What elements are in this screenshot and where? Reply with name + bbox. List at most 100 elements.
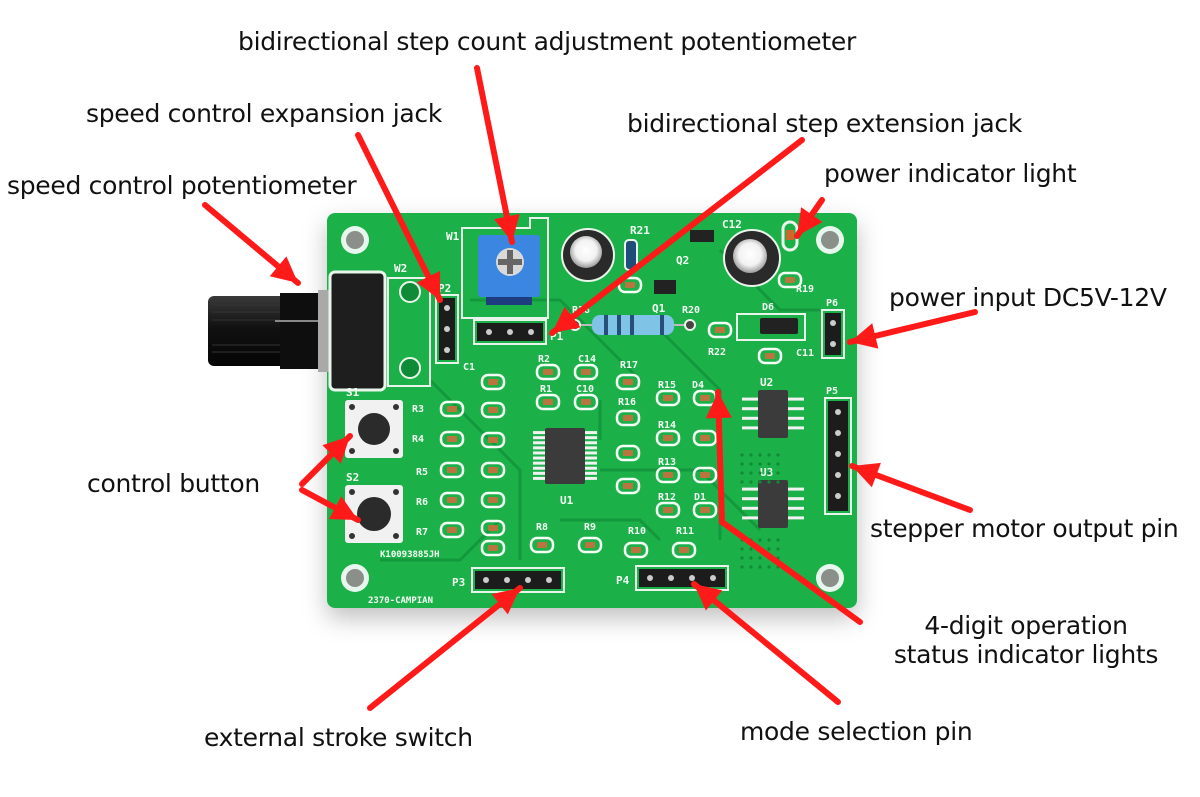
smd-pad	[757, 347, 783, 365]
control-button-s2[interactable]	[345, 485, 403, 543]
silk-r3: R3	[412, 404, 424, 415]
smd-part	[447, 497, 457, 503]
smd-part	[623, 450, 633, 456]
smd-part	[543, 369, 553, 375]
ic-pin	[788, 426, 804, 430]
via	[776, 547, 780, 551]
silk-r1: R1	[540, 384, 552, 395]
smd-part	[663, 395, 673, 401]
via	[767, 462, 771, 466]
speed-control-expansion-jack[interactable]	[435, 294, 459, 364]
smd-part	[765, 353, 775, 359]
callout-arrowhead	[416, 270, 441, 300]
ic-u3	[742, 480, 804, 528]
silk-r15: R15	[658, 380, 676, 391]
via	[749, 462, 753, 466]
silk-r11: R11	[676, 526, 694, 537]
silk-c10: C10	[576, 384, 594, 395]
silk-p6: P6	[826, 298, 838, 309]
ic-pin	[533, 441, 545, 445]
via	[749, 556, 753, 560]
silk-r5: R5	[416, 467, 428, 478]
via	[767, 453, 771, 457]
silk-u3: U3	[760, 466, 773, 479]
smd-pad	[573, 363, 599, 381]
ic-pin	[585, 456, 597, 460]
silk-r14: R14	[658, 420, 676, 431]
silk-q2: Q2	[676, 254, 689, 267]
smd-part	[537, 542, 547, 548]
silk-s1: S1	[346, 386, 360, 399]
ic-pin	[533, 456, 545, 460]
smd-part	[663, 472, 673, 478]
smd-pad	[439, 430, 465, 448]
silk-r6: R6	[416, 497, 428, 508]
smd-pad	[577, 536, 603, 554]
ic-u1	[533, 428, 597, 484]
smd-pad	[655, 389, 681, 407]
callout-arrow-line	[367, 585, 523, 711]
callout-arrowhead	[850, 323, 879, 349]
callout-arrows	[202, 65, 978, 711]
ic-pin	[585, 446, 597, 450]
silk-d1: D1	[694, 492, 706, 503]
power-input-header[interactable]	[821, 309, 845, 359]
ic-pin	[788, 497, 804, 501]
callout-arrowhead	[694, 584, 723, 611]
via	[758, 538, 762, 542]
control-button-s1[interactable]	[345, 400, 403, 458]
smd-part	[700, 395, 710, 401]
smd-pad	[777, 271, 803, 289]
ic-pin	[585, 451, 597, 455]
label-step-count-potentiometer: bidirectional step count adjustment pote…	[238, 27, 856, 56]
via	[749, 480, 753, 484]
ic-pin	[788, 516, 804, 520]
label-speed-control-potentiometer: speed control potentiometer	[7, 171, 357, 200]
stepper-motor-output-header[interactable]	[824, 397, 852, 515]
smd-pad	[439, 491, 465, 509]
smd-pad	[692, 501, 718, 519]
silk-r4: R4	[412, 434, 424, 445]
ic-pin	[533, 436, 545, 440]
smd-part	[543, 399, 553, 405]
smd-pad	[480, 373, 506, 391]
via	[740, 480, 744, 484]
smd-pad	[615, 444, 641, 462]
callout-arrow-line	[355, 132, 443, 303]
smd-pad	[615, 477, 641, 495]
ic-pin	[585, 461, 597, 465]
smd-components	[439, 271, 803, 559]
silk-q1: Q1	[652, 302, 666, 315]
step-extension-jack[interactable]	[473, 319, 547, 345]
callout-arrow-line	[691, 581, 841, 705]
via	[776, 538, 780, 542]
callout-arrowhead	[552, 306, 581, 333]
smd-part	[488, 437, 498, 443]
smd-part	[623, 483, 633, 489]
step-count-trimpot[interactable]	[461, 217, 549, 319]
smd-pad	[439, 400, 465, 418]
ic-pin	[742, 416, 758, 420]
mode-selection-header[interactable]	[635, 565, 729, 591]
transistor-q1	[654, 280, 676, 294]
label-step-extension-jack: bidirectional step extension jack	[627, 109, 1023, 138]
ic-body	[758, 390, 788, 438]
speed-control-potentiometer[interactable]	[208, 270, 431, 392]
silk-r13: R13	[658, 457, 676, 468]
smd-part	[679, 547, 689, 553]
silk-r19: R19	[796, 284, 814, 295]
smd-pad	[707, 321, 733, 339]
smd-part	[700, 472, 710, 478]
via	[740, 547, 744, 551]
smd-part	[700, 507, 710, 513]
via	[758, 565, 762, 569]
label-power-indicator-light: power indicator light	[824, 159, 1077, 188]
smd-part	[581, 369, 591, 375]
via	[740, 462, 744, 466]
via	[767, 480, 771, 484]
silk-r12: R12	[658, 492, 676, 503]
ic-pin	[585, 431, 597, 435]
silk-r17: R17	[620, 360, 638, 371]
ic-pin	[742, 506, 758, 510]
